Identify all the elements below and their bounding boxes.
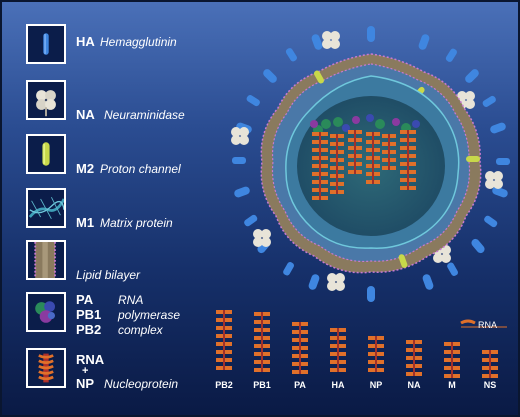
legend-abbr: NA [76,107,95,122]
polymerase-desc-line2: polymerase [118,308,181,322]
surface-spikes [231,26,510,302]
lipid-bilayer-icon [26,240,66,280]
m1-matrix-icon [26,188,66,228]
polymerase-complex-icon [26,292,66,332]
segment-label-pb1: PB1 [253,380,271,390]
segment-label-ha: HA [331,380,345,390]
polymerase-desc-line1: RNA [118,293,144,307]
polymerase-abbr-pb1: PB1 [76,307,102,322]
legend-desc: Matrix protein [100,216,173,230]
rnp-segments [310,114,420,200]
segment-label-ns: NS [483,380,497,390]
ha-spike-icon [26,24,66,64]
rnp-segment-row [216,310,498,378]
nucleoprotein-desc: Nucleoprotein [104,377,179,391]
legend-abbr: M2 [76,161,95,176]
polymerase-abbr-pa: PA [76,292,94,307]
polymerase-desc-line3: complex [118,323,163,337]
legend-abbr: M1 [76,215,95,230]
segment-label-pa: PA [294,380,306,390]
segment-rna-strands [223,310,491,378]
na-tetramer-icon [26,80,66,120]
legend-desc: Lipid bilayer [76,268,141,282]
segment-label-pb2: PB2 [215,380,233,390]
rna-key-label: RNA [478,320,498,330]
rnp-helix-icon [26,348,66,388]
rna-key-icon [460,319,507,328]
legend-desc: Proton channel [100,162,181,176]
segment-label-na: NA [407,380,421,390]
m2-channel-icon [26,134,66,174]
nucleoprotein-plus: + [82,365,89,377]
nucleoprotein-abbr-rna: RNA [76,352,105,367]
legend-desc: Hemagglutinin [100,35,177,49]
legend-abbr: HA [76,34,95,49]
nucleoprotein-abbr-np: NP [76,376,95,391]
segment-label-np: NP [369,380,383,390]
segment-label-m: M [448,380,456,390]
polymerase-abbr-pb2: PB2 [76,322,102,337]
virion-illustration [231,26,510,302]
legend-desc: Neuraminidase [104,108,185,122]
